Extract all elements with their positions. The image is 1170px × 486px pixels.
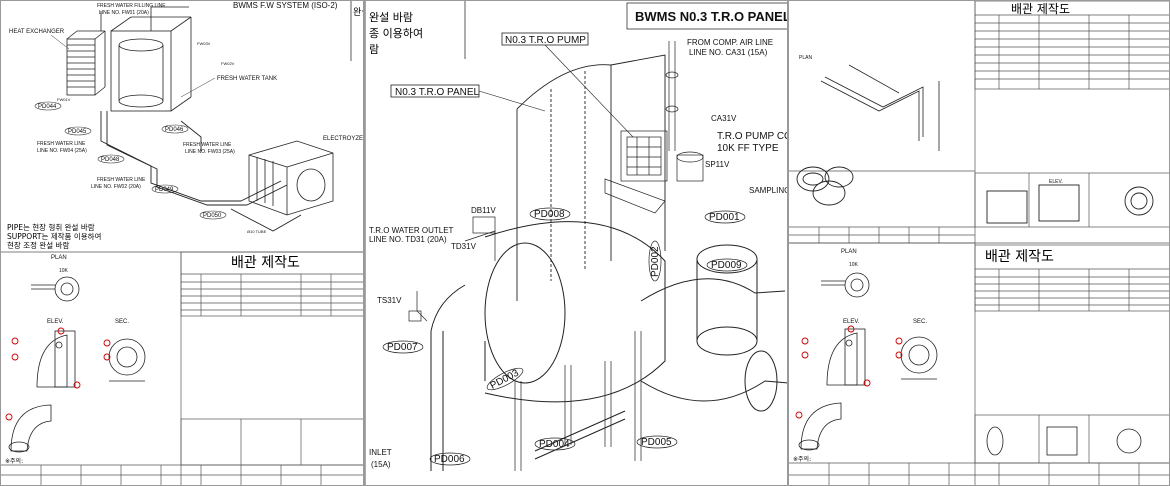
pd-tag: PD006 xyxy=(434,454,465,465)
elev-label: ELEV. xyxy=(47,319,64,325)
pd-tag: PD004 xyxy=(539,439,570,450)
left-drawing-svg: BWMS F.W SYSTEM (ISO-2) 완설 바람 FRESH W xyxy=(1,1,364,485)
left-drawing-panel[interactable]: BWMS F.W SYSTEM (ISO-2) 완설 바람 FRESH W xyxy=(0,0,364,486)
fw-line-1: FRESH WATER LINE xyxy=(37,141,86,147)
sampling-callout: SAMPLING xyxy=(749,186,788,195)
pd-tag: PD001 xyxy=(709,212,740,223)
ff-type: 10K FF TYPE xyxy=(717,143,779,154)
fw-line-3b: LINE NO. FW02 (20A) xyxy=(91,184,141,190)
tro-pump-cluster xyxy=(604,41,704,214)
center-drawing-panel[interactable]: 완설 바람 종 이용하여 람 BWMS N0.3 T.R.O PANEL(I N… xyxy=(364,0,788,486)
dim-10k: 10K xyxy=(849,262,859,268)
pd-tag: PD046 xyxy=(165,127,184,133)
sec-label: SEC. xyxy=(913,319,927,325)
heat-exchanger-label: HEAT EXCHANGER xyxy=(9,29,65,35)
ts31v-tag: TS31V xyxy=(377,296,402,305)
pd-tag: PD003 xyxy=(489,368,522,392)
electrolyzer-drawing xyxy=(248,140,334,216)
inlet-callout: INLET xyxy=(369,448,392,457)
sp11v-tag: SP11V xyxy=(705,160,730,169)
side-note-1: 완설 바람 xyxy=(353,6,364,18)
bend-view xyxy=(798,402,842,451)
bottom-detail-views xyxy=(986,426,1142,456)
tube-label: Ø10 TUBE xyxy=(247,229,267,234)
electrolyzer-label: ELECTROYZE xyxy=(323,136,363,142)
korean-note-2: 종 이용하여 xyxy=(369,26,423,40)
valve-tag: FW03V xyxy=(197,41,211,46)
pd-tag: PD007 xyxy=(387,342,418,353)
pd-tag: PD009 xyxy=(711,260,742,271)
fw-line-3: FRESH WATER LINE xyxy=(97,177,146,183)
upper-plan-label: PLAN xyxy=(799,55,812,61)
elev-label: ELEV. xyxy=(843,319,860,325)
korean-note-1: 완설 바람 xyxy=(369,11,413,24)
ca31v-tag: CA31V xyxy=(711,114,737,123)
tro-panel-enclosure xyxy=(516,54,666,301)
pump-co-callout: T.R.O PUMP CO xyxy=(717,131,788,142)
plan-view xyxy=(821,272,870,298)
upper-elev-label: ELEV. xyxy=(1049,179,1063,185)
pd-tag: PD002 xyxy=(650,246,661,277)
pd-tag: PD048 xyxy=(101,157,120,163)
dim-10k: 10K xyxy=(59,268,69,274)
upper-sheet-title: 배관 제작도 xyxy=(1011,2,1070,16)
elev-view xyxy=(36,330,146,388)
inlet-size: (15A) xyxy=(371,460,391,469)
note-line-2: SUPPORT는 제작품 이용하여 xyxy=(7,231,101,241)
fresh-water-tank-label: FRESH WATER TANK xyxy=(217,76,277,82)
fw-system-title: BWMS F.W SYSTEM (ISO-2) xyxy=(233,1,338,10)
note-label: ※주의: xyxy=(5,457,23,465)
pd-tag: PD008 xyxy=(534,209,565,220)
plan-label: PLAN xyxy=(841,249,857,255)
fw-line-2: FRESH WATER LINE xyxy=(183,142,232,148)
item-markers xyxy=(795,325,903,419)
outlet-line-no: LINE NO. TD31 (20A) xyxy=(369,235,447,244)
air-line-no: LINE NO. CA31 (15A) xyxy=(689,48,768,57)
main-pipes xyxy=(430,221,787,471)
upper-isometric-pipe xyxy=(820,64,940,151)
db11v-tag: DB11V xyxy=(471,206,496,215)
sheet-title: 배관 제작도 xyxy=(231,255,300,271)
item-markers xyxy=(5,327,111,421)
fw-line-2b: LINE NO. FW03 (25A) xyxy=(185,149,235,155)
pump-callout: N0.3 T.R.O PUMP xyxy=(505,35,586,46)
note-line-1: PIPE는 현장 형취 완설 바람 xyxy=(7,222,95,232)
drawing-title: BWMS N0.3 T.R.O PANEL(I xyxy=(635,9,788,24)
center-drawing-svg: 완설 바람 종 이용하여 람 BWMS N0.3 T.R.O PANEL(I N… xyxy=(365,1,788,485)
plan-label: PLAN xyxy=(51,255,67,261)
lower-sheet-title: 배관 제작도 xyxy=(985,249,1054,265)
valve-tag: FW02V xyxy=(221,61,235,66)
bend-view xyxy=(8,404,52,453)
fresh-water-piping xyxy=(100,111,302,232)
note-label: ※주의: xyxy=(793,455,811,463)
heat-exchanger-drawing xyxy=(66,30,106,96)
pd-tag: PD005 xyxy=(641,437,672,448)
fw-filling-label: FRESH WATER FILLING LINE xyxy=(97,3,166,9)
pd-tag: PD050 xyxy=(203,213,222,219)
right-drawing-svg: 배관 제작도 PLAN ELEV. xyxy=(789,1,1169,485)
elev-view xyxy=(826,328,938,386)
korean-note-3: 람 xyxy=(369,43,379,56)
sec-label: SEC. xyxy=(115,319,129,325)
fresh-water-tank-drawing xyxy=(100,6,192,112)
valve-tag: FW01V xyxy=(57,97,71,102)
fw-line-1b: LINE NO. FW04 (25A) xyxy=(37,148,87,154)
instrument-lines xyxy=(408,216,642,471)
panel-callout: N0.3 T.R.O PANEL xyxy=(395,87,480,98)
air-line-callout: FROM COMP. AIR LINE xyxy=(687,38,773,47)
fitting-views xyxy=(796,166,1154,224)
pd-tag: PD044 xyxy=(38,104,57,110)
note-line-3: 현장 조정 완설 바람 xyxy=(7,240,69,250)
pd-tag: PD045 xyxy=(68,129,87,135)
td31v-tag: TD31V xyxy=(451,242,477,251)
right-drawing-panel[interactable]: 배관 제작도 PLAN ELEV. xyxy=(788,0,1170,486)
plan-view xyxy=(31,276,80,302)
outlet-callout: T.R.O WATER OUTLET xyxy=(369,226,454,235)
fw-filling-line-label: LINE NO. FW01 (20A) xyxy=(99,10,149,16)
